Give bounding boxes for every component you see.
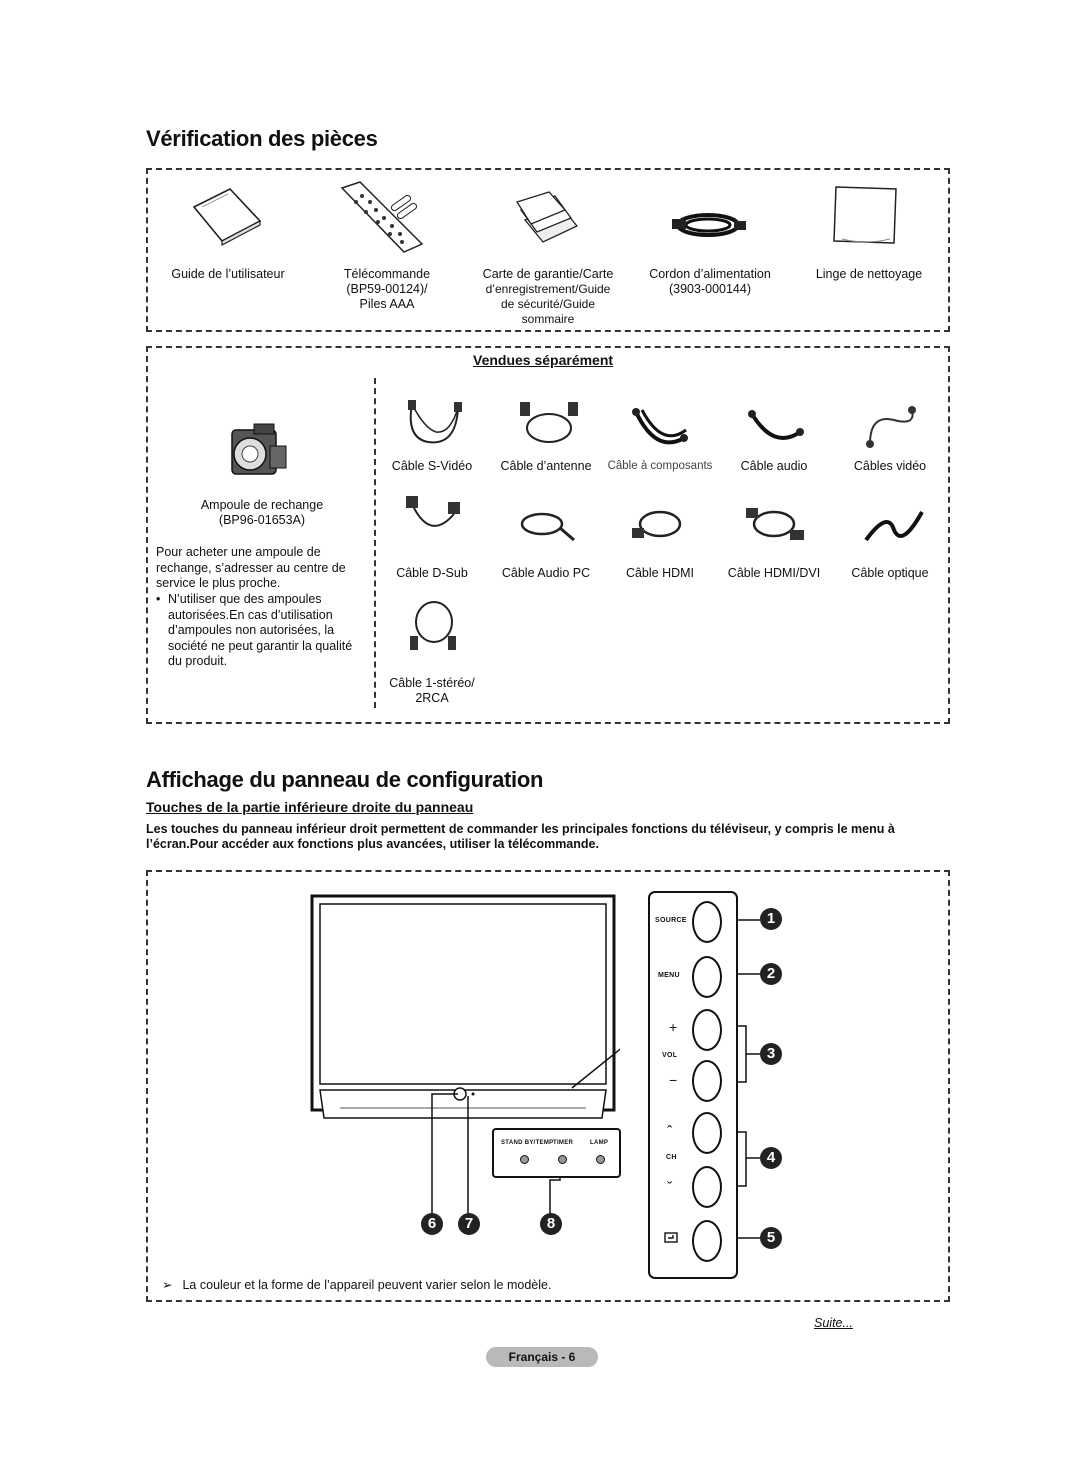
callout-5: 5 [760, 1227, 782, 1249]
volume-up-button[interactable] [692, 1009, 722, 1051]
vol-label: VOL [662, 1052, 678, 1059]
callout-6: 6 [421, 1213, 443, 1235]
cable-label-audio: Câble audio [740, 459, 808, 473]
section-description: Les touches du panneau inférieur droit p… [146, 822, 895, 851]
replacement-lamp-icon [231, 423, 287, 475]
callout-3: 3 [760, 1043, 782, 1065]
callout-2: 2 [760, 963, 782, 985]
sold-separately-box [146, 346, 950, 724]
enter-button[interactable] [692, 1220, 722, 1262]
callout-8: 8 [540, 1213, 562, 1235]
timer-indicator [558, 1155, 567, 1164]
cable-label-antenna: Câble d’antenne [500, 459, 592, 473]
page-footer: Français - 6 [486, 1347, 598, 1367]
d-sub-cable-icon [406, 496, 460, 527]
channel-down-button[interactable] [692, 1166, 722, 1208]
included-caption-power-cord: Cordon d’alimentation(3903-000144) [649, 267, 771, 296]
cable-label-hdmi-dvi: Câble HDMI/DVI [727, 566, 821, 580]
section-title-parts: Vérification des pièces [146, 126, 378, 151]
continued-link[interactable]: Suite... [814, 1316, 853, 1330]
cable-label-component: Câble à composants [607, 460, 713, 472]
standby-indicator [520, 1155, 529, 1164]
note-marker: ➢ [162, 1278, 173, 1292]
s-video-cable-icon [408, 400, 462, 444]
lamp-caption: Ampoule de rechange(BP96-01653A) [200, 498, 324, 527]
indicator-panel [492, 1128, 621, 1178]
cable-label-stereo-rca: Câble 1-stéréo/2RCA [389, 676, 475, 705]
callout-4: 4 [760, 1147, 782, 1169]
included-caption-cloth: Linge de nettoyage [815, 267, 923, 281]
lamp-note: Pour acheter une ampoule de rechange, s’… [156, 545, 346, 590]
ch-down-label: ˇ [667, 1180, 673, 1197]
enter-icon [664, 1232, 678, 1243]
cable-label-d-sub: Câble D-Sub [396, 566, 468, 580]
cleaning-cloth-icon [833, 186, 897, 244]
audio-cable-icon [748, 410, 804, 440]
antenna-cable-icon [520, 402, 578, 443]
cable-label-pc-audio: Câble Audio PC [501, 566, 591, 580]
power-cord-icon [672, 213, 746, 237]
menu-label: MENU [658, 972, 680, 979]
sold-separately-title: Vendues séparément [473, 352, 614, 368]
callout-lines [431, 919, 760, 1239]
remote-control-icon [340, 181, 424, 253]
model-note: ➢La couleur et la forme de l’appareil pe… [162, 1278, 552, 1292]
section-subtitle: Touches de la partie inférieure droite d… [146, 799, 474, 815]
menu-button[interactable] [692, 956, 722, 998]
vol-minus-label: − [669, 1072, 678, 1088]
ch-label: CH [666, 1154, 677, 1161]
channel-up-button[interactable] [692, 1112, 722, 1154]
vol-plus-label: + [669, 1019, 678, 1035]
optical-cable-icon [864, 511, 924, 542]
control-panel-box [146, 870, 950, 1302]
source-button[interactable] [692, 901, 722, 943]
callout-1: 1 [760, 908, 782, 930]
volume-down-button[interactable] [692, 1060, 722, 1102]
hdmi-dvi-cable-icon [746, 508, 804, 540]
stereo-rca-cable-icon [410, 601, 456, 650]
included-caption-remote: Télécommande(BP59-00124)/Piles AAA [343, 267, 431, 311]
included-caption-manual: Guide de l’utilisateur [171, 267, 285, 281]
cable-label-hdmi: Câble HDMI [625, 566, 695, 580]
divider [374, 378, 376, 708]
timer-label: TIMER [553, 1140, 574, 1146]
callout-7: 7 [458, 1213, 480, 1235]
video-cable-icon [866, 406, 916, 448]
manual-icon [192, 188, 262, 246]
hdmi-cable-icon [632, 510, 682, 538]
pc-audio-cable-icon [520, 512, 575, 542]
lamp-bullet: •N’utiliser que des ampoules autorisées.… [156, 592, 353, 668]
ch-up-label: ˆ [667, 1124, 673, 1141]
lamp-label: LAMP [590, 1140, 609, 1146]
tv-front-illustration [310, 894, 620, 1119]
warranty-cards-icon [515, 191, 579, 243]
standby-label: STAND BY/TEMP [501, 1140, 554, 1146]
cable-label-optical: Câble optique [851, 566, 929, 580]
lamp-indicator [596, 1155, 605, 1164]
component-cable-icon [632, 408, 688, 445]
cable-label-s-video: Câble S-Vidéo [391, 459, 473, 473]
source-label: SOURCE [655, 917, 687, 924]
included-items-box [146, 168, 950, 332]
cable-label-video: Câbles vidéo [853, 459, 927, 473]
section-title-control-panel: Affichage du panneau de configuration [146, 767, 544, 792]
